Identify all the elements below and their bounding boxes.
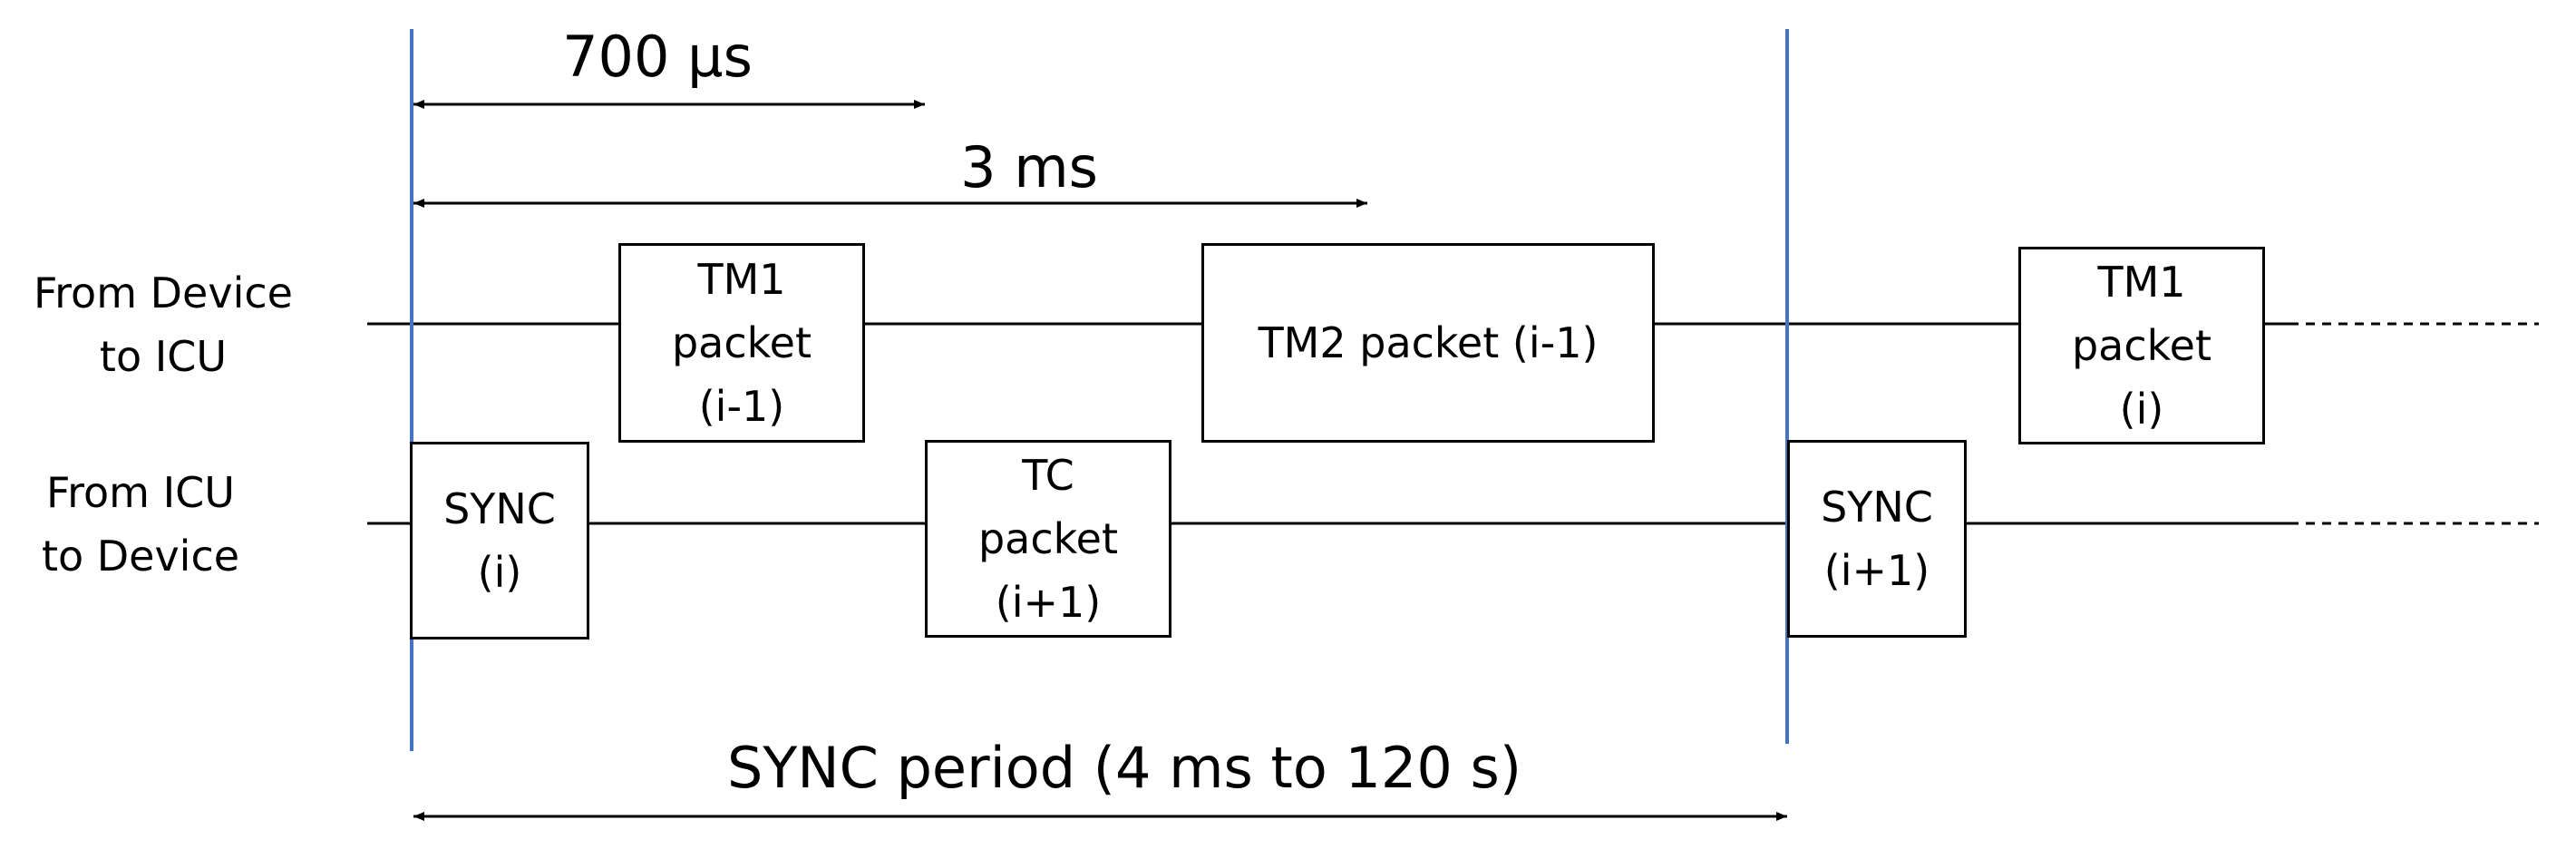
box-line: TM1 xyxy=(697,255,786,304)
box-line: (i-1) xyxy=(698,382,785,431)
box-line: TM1 xyxy=(2097,258,2186,307)
tm1-packet-i-minus-1: TM1 packet (i-1) xyxy=(618,243,865,443)
row-label-line: to Device xyxy=(41,532,240,581)
row-label-line: From ICU xyxy=(46,468,235,517)
tc-packet-i-plus-1: TC packet (i+1) xyxy=(925,440,1171,638)
box-line: TC xyxy=(1022,451,1074,500)
row-label-icu-to-device: From ICU to Device xyxy=(0,461,281,588)
box-line: (i+1) xyxy=(995,578,1102,627)
box-line: SYNC xyxy=(1821,483,1933,532)
tm1-packet-i: TM1 packet (i) xyxy=(2018,247,2265,444)
box-line: SYNC xyxy=(443,484,556,533)
box-line: TM2 packet (i-1) xyxy=(1258,318,1599,367)
box-line: packet xyxy=(977,514,1118,563)
row-label-line: to ICU xyxy=(99,332,228,381)
box-line: (i) xyxy=(2119,385,2164,434)
box-line: (i) xyxy=(477,548,522,597)
dimension-700us: 700 µs xyxy=(562,24,753,90)
sync-i-plus-1: SYNC (i+1) xyxy=(1787,440,1967,638)
box-line: packet xyxy=(671,318,812,367)
box-line: (i+1) xyxy=(1823,546,1930,595)
tm2-packet-i-minus-1: TM2 packet (i-1) xyxy=(1201,243,1655,443)
row-label-line: From Device xyxy=(34,268,293,317)
row-label-device-to-icu: From Device to ICU xyxy=(18,261,308,388)
dimension-3ms: 3 ms xyxy=(960,134,1098,200)
box-line: packet xyxy=(2071,321,2211,370)
sync-i: SYNC (i) xyxy=(410,442,589,639)
dimension-sync-period: SYNC period (4 ms to 120 s) xyxy=(726,735,1522,801)
